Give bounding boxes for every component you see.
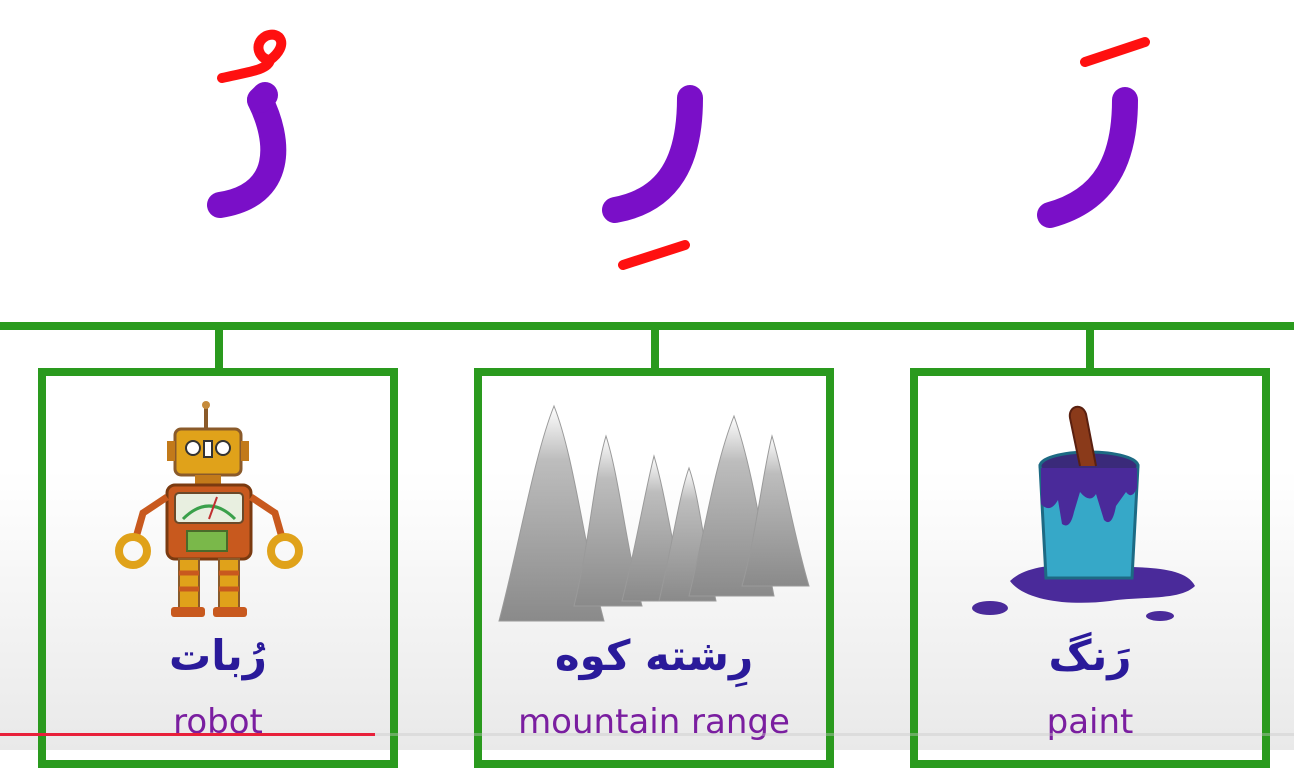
persian-word-paint: رَنگ xyxy=(1048,631,1132,680)
word-card-mountain-range[interactable]: رِشته کوه mountain range xyxy=(474,368,834,768)
persian-word-mountain-range: رِشته کوه xyxy=(554,631,754,680)
letter-re-zamm-glyph xyxy=(207,29,287,218)
paint-bucket-icon xyxy=(918,396,1262,626)
word-card-robot[interactable]: رُبات robot xyxy=(38,368,398,768)
letter-re-zamm xyxy=(140,20,340,290)
english-meaning-paint: paint xyxy=(1046,702,1134,742)
letter-re-fatha xyxy=(1010,20,1210,290)
letter-re-kasra xyxy=(575,20,775,290)
letter-re-fatha-glyph xyxy=(1037,37,1150,228)
word-card-paint[interactable]: رَنگ paint xyxy=(910,368,1270,768)
video-progress-bar[interactable] xyxy=(0,733,1294,736)
english-meaning-mountain-range: mountain range xyxy=(518,702,790,742)
persian-word-robot: رُبات xyxy=(169,631,267,680)
letter-re-kasra-glyph xyxy=(602,85,703,270)
video-progress-fill xyxy=(0,733,376,736)
robot-icon xyxy=(46,396,390,626)
english-meaning-robot: robot xyxy=(173,702,263,742)
mountains-icon xyxy=(482,396,826,626)
